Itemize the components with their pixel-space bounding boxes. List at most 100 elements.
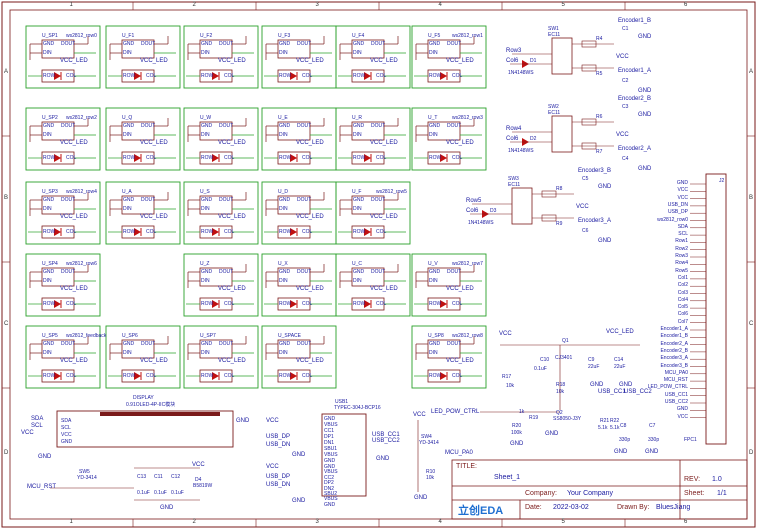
usb-pin-a: GND	[324, 458, 336, 464]
key-pin-din: DIN	[43, 206, 52, 212]
keys-layer	[25, 25, 487, 389]
key-net-vcc: VCC_LED	[370, 140, 398, 146]
key-block	[411, 325, 487, 389]
key-pin-dout: DOUT	[219, 341, 234, 347]
led-body	[351, 267, 385, 287]
key-pin-col: COL	[302, 73, 313, 79]
display-pin-1: SDA	[61, 418, 72, 424]
q1-part: CJ3401	[555, 355, 573, 361]
key-pin-col: COL	[224, 229, 235, 235]
usb-pin-a: VBUS	[324, 422, 338, 428]
key-block	[261, 25, 337, 89]
frame-col-top: 1	[69, 2, 73, 8]
key-pin-din: DIN	[43, 350, 52, 356]
usb-ref: USB1	[335, 399, 349, 405]
key-ref: U_A	[122, 189, 132, 195]
header-pin-net: Col6	[677, 311, 688, 318]
encoder-gnd-top: GND	[598, 184, 612, 190]
q1-ref: Q1	[562, 338, 569, 344]
key-net-vcc: VCC_LED	[446, 140, 474, 146]
key-pin-row: ROW	[201, 301, 214, 307]
usb-gnd-2: GND	[292, 498, 306, 504]
led-body	[277, 267, 311, 287]
key-pin-col: COL	[376, 155, 387, 161]
encoder-body	[551, 115, 573, 153]
key-ref: U_T	[428, 115, 438, 121]
key-pin-gnd: GND	[43, 123, 55, 129]
key-pin-row: ROW	[279, 155, 292, 161]
diode-icon	[54, 72, 61, 80]
boot-gnd: GND	[414, 495, 428, 501]
key-frame	[105, 325, 181, 389]
key-pin-col: COL	[376, 73, 387, 79]
diode-icon	[134, 154, 141, 162]
header-pin-net: Row2	[675, 245, 688, 252]
header-pin-net: SCL	[678, 231, 688, 238]
header-pin-net: USB_CC2	[664, 399, 688, 405]
key-pin-row: ROW	[43, 155, 56, 161]
key-block	[183, 25, 259, 89]
header-pin-net: ws2812_row0	[657, 216, 688, 223]
display-net-sda: SDA	[31, 416, 44, 422]
key-frame	[25, 181, 101, 245]
header-pin-net: Row3	[675, 253, 688, 259]
c9-ref: C9	[588, 357, 595, 363]
key-pin-gnd: GND	[279, 341, 291, 347]
led-body	[427, 339, 461, 359]
encoder-r2-ref: R7	[596, 149, 603, 155]
frame-col-bottom: 6	[684, 519, 688, 525]
r22-ref: R22	[610, 418, 620, 424]
usb-pin-a: DP1	[324, 434, 334, 440]
display-screen-bar	[100, 412, 220, 416]
display-pin-3: VCC	[61, 432, 72, 438]
key-pin-din: DIN	[201, 278, 210, 284]
key-pin-row: ROW	[43, 73, 56, 79]
key-pin-gnd: GND	[353, 197, 365, 203]
diode-icon	[364, 228, 371, 236]
key-pin-din: DIN	[353, 206, 362, 212]
key-net-vcc: VCC_LED	[218, 214, 246, 220]
key-pin-col: COL	[66, 73, 77, 79]
display-net-scl: SCL	[31, 423, 43, 429]
header-pin-net: USB_CC1	[664, 391, 688, 398]
key-pin-dout: DOUT	[297, 341, 312, 347]
key-pin-din: DIN	[43, 278, 52, 284]
key-pin-din: DIN	[353, 132, 362, 138]
sheet-value: 1/1	[717, 490, 727, 497]
key-pin-dout: DOUT	[371, 269, 386, 275]
cc1-net: USB_CC1	[598, 389, 626, 395]
key-block	[183, 325, 259, 389]
power-vcc-led: VCC_LED	[606, 329, 634, 335]
key-block	[261, 181, 337, 245]
power-vcc: VCC	[499, 331, 512, 337]
key-pin-dout: DOUT	[447, 341, 462, 347]
key-pin-gnd: GND	[123, 197, 135, 203]
key-net-vcc: VCC_LED	[60, 286, 88, 292]
key-block	[105, 325, 181, 389]
key-net-vcc: VCC_LED	[218, 58, 246, 64]
caps-vcc: VCC	[192, 462, 205, 468]
header-pin-net: Row4	[675, 260, 688, 267]
key-pin-dout: DOUT	[141, 341, 156, 347]
encoder-part: EC11	[508, 182, 521, 188]
c10-ref: C10	[540, 357, 550, 363]
key-net-ws2812: ws2812_row8	[452, 333, 483, 339]
led-body	[199, 121, 233, 141]
key-pin-row: ROW	[201, 73, 214, 79]
key-block	[25, 107, 101, 171]
key-frame	[335, 107, 411, 171]
key-pin-row: ROW	[353, 229, 366, 235]
diode-icon	[54, 228, 61, 236]
encoder-r1-ref: R6	[596, 114, 603, 120]
frame-row-left: A	[4, 69, 9, 75]
key-pin-dout: DOUT	[219, 41, 234, 47]
key-pin-din: DIN	[43, 50, 52, 56]
key-net-vcc: VCC_LED	[218, 140, 246, 146]
key-ref: U_SP3	[42, 189, 58, 195]
led-body	[427, 121, 461, 141]
key-block	[335, 107, 411, 171]
key-pin-dout: DOUT	[371, 41, 386, 47]
key-pin-gnd: GND	[201, 341, 213, 347]
cap-val-3: 0.1uF	[171, 490, 184, 496]
led-body	[427, 267, 461, 287]
